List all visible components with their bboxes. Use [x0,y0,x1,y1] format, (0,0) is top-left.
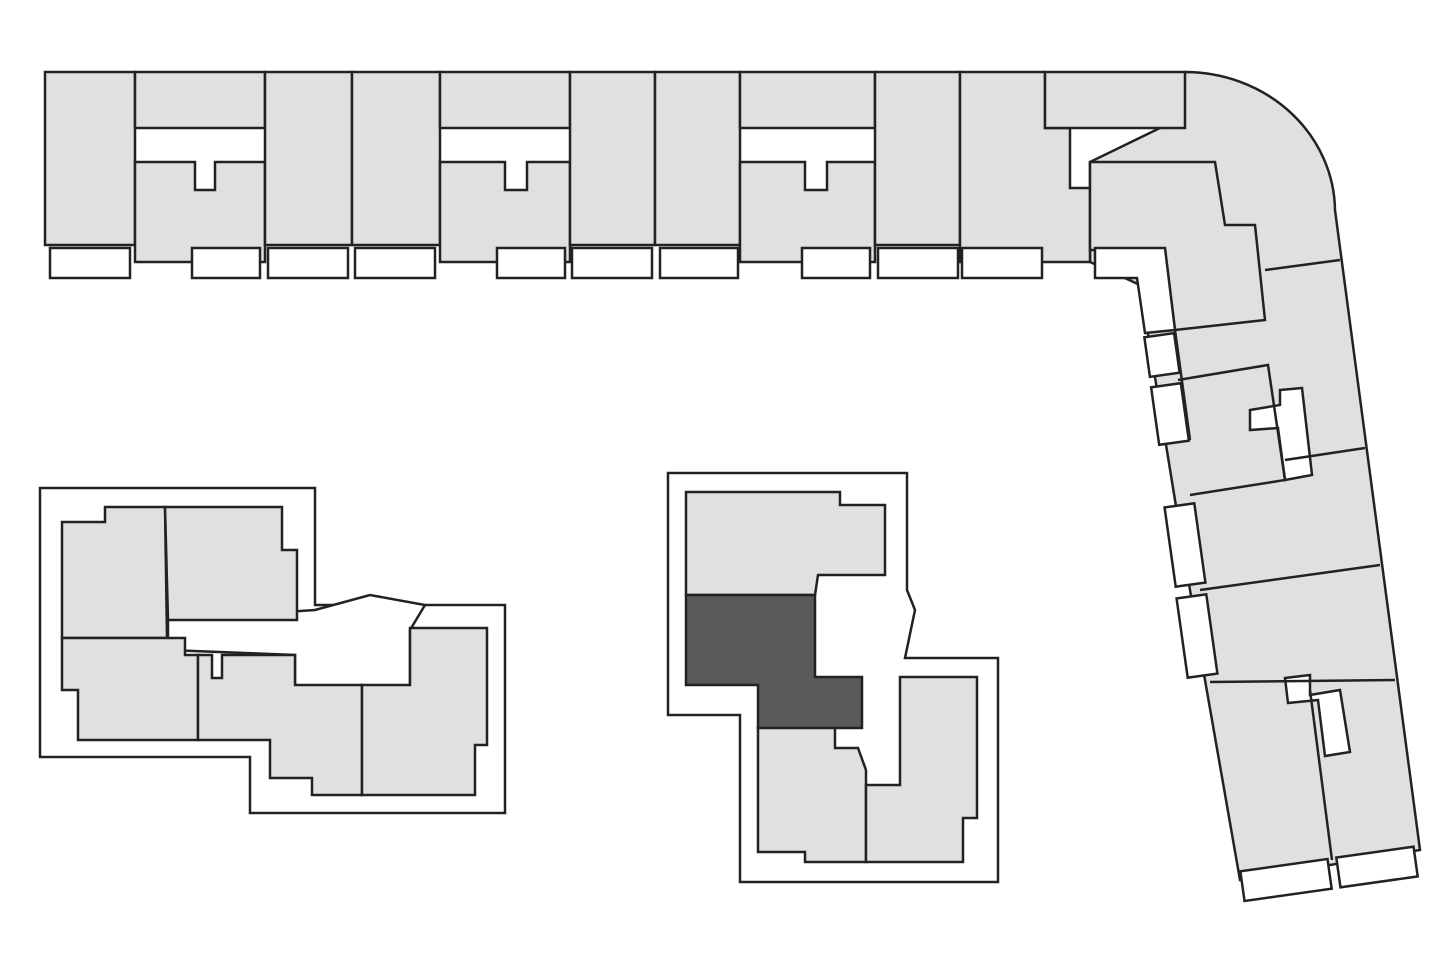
unit-divider [1308,689,1334,861]
unit[interactable] [756,726,868,864]
unit[interactable] [350,70,442,247]
unit-divider [1173,329,1192,441]
unit[interactable] [60,505,169,640]
unit-divider [1284,446,1366,462]
unit[interactable] [43,70,137,247]
unit[interactable] [864,675,979,864]
unit-divider [1177,363,1287,497]
unit[interactable] [738,70,877,130]
unit-divider [1199,563,1381,592]
unit[interactable] [653,70,742,247]
north-east-l-building [43,70,1422,903]
south-west-building [38,486,507,815]
corridor-notch [1248,386,1314,482]
unit-divider [1209,678,1396,684]
unit[interactable] [738,160,877,264]
unit-divider [1264,258,1341,272]
unit[interactable] [360,626,489,797]
central-building-west-unit[interactable] [684,593,864,730]
unit[interactable] [163,505,299,622]
unit[interactable] [133,70,267,130]
unit[interactable] [133,160,267,264]
central-building [666,471,1000,884]
unit[interactable] [873,70,962,247]
balconies [48,246,1420,903]
unit[interactable] [60,636,200,742]
unit[interactable] [1043,70,1187,130]
unit[interactable] [568,70,657,247]
unit[interactable] [263,70,354,247]
unit[interactable] [438,70,572,130]
unit[interactable] [438,160,572,264]
